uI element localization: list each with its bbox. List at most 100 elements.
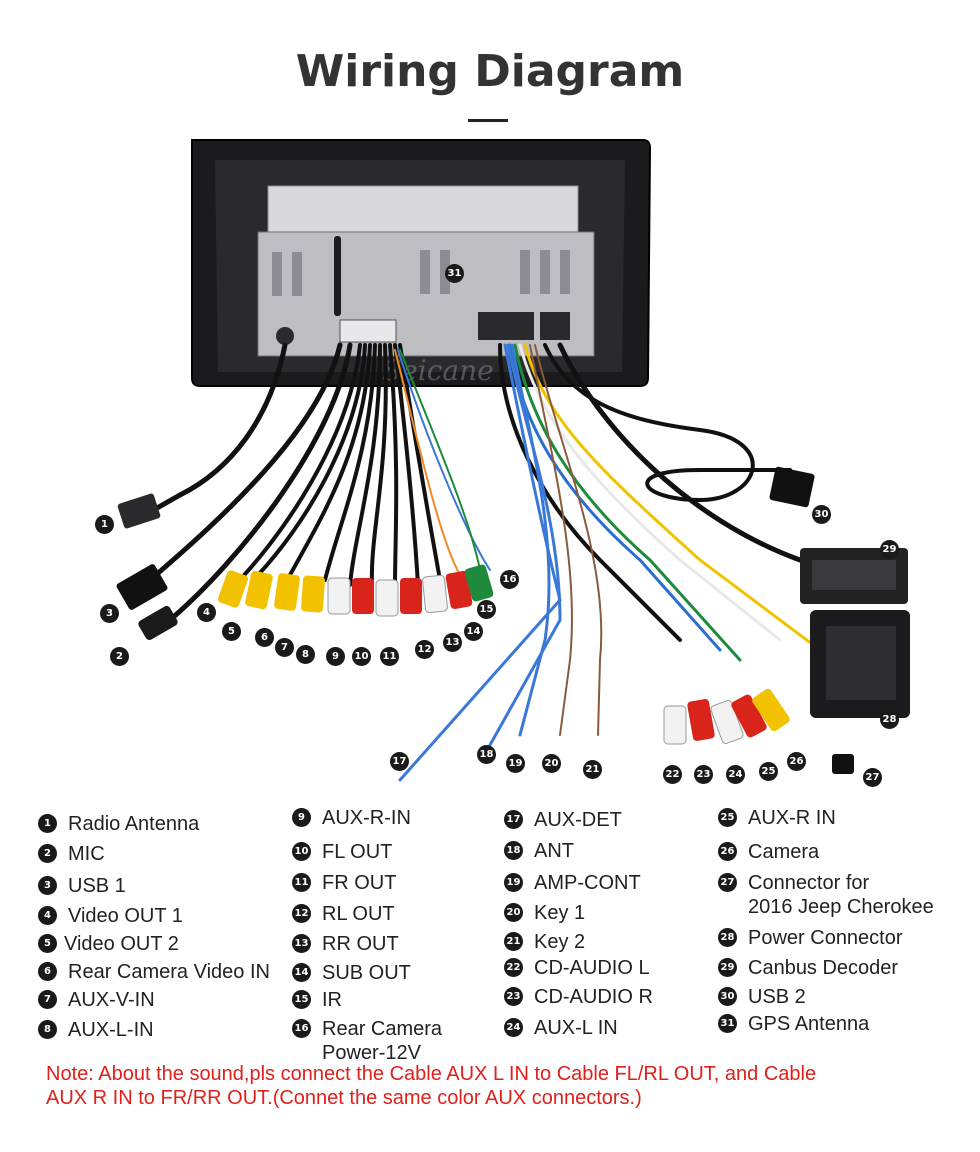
legend-badge: 30 (718, 987, 737, 1006)
right-connectors (769, 466, 910, 774)
legend-badge: 22 (504, 958, 523, 977)
legend-badge: 12 (292, 904, 311, 923)
legend-label: Video OUT 1 (68, 905, 183, 927)
legend-badge: 9 (292, 808, 311, 827)
legend-badge: 21 (504, 932, 523, 951)
legend-label: AUX-R-IN (322, 807, 411, 829)
callout-8: 8 (296, 645, 315, 664)
right-harness (398, 342, 822, 782)
legend-label: FL OUT (322, 841, 393, 863)
legend-label: ANT (534, 840, 574, 862)
wiring-diagram-illustration: Seicane (116, 139, 910, 782)
callout-5: 5 (222, 622, 241, 641)
legend-badge: 10 (292, 842, 311, 861)
callout-6: 6 (255, 628, 274, 647)
legend-badge: 14 (292, 963, 311, 982)
callout-7: 7 (275, 638, 294, 657)
legend-label: RL OUT (322, 903, 395, 925)
legend-label: Radio Antenna (68, 813, 200, 835)
legend-label: IR (322, 989, 342, 1011)
sound-note: Note: About the sound,pls connect the Ca… (46, 1062, 946, 1110)
legend-label: Canbus Decoder (748, 957, 899, 979)
legend-label: AUX-R IN (748, 807, 836, 829)
legend-badge: 18 (504, 841, 523, 860)
legend-label: Key 1 (534, 902, 586, 924)
legend-badge: 5 (38, 934, 57, 953)
legend-label: CD-AUDIO L (534, 957, 650, 979)
callout-29: 29 (880, 540, 899, 559)
legend-badge: 27 (718, 873, 737, 892)
legend-label: GPS Antenna (748, 1013, 870, 1035)
note-line-2: AUX R IN to FR/RR OUT.(Connet the same c… (46, 1087, 642, 1109)
callout-22: 22 (663, 765, 682, 784)
callout-4: 4 (197, 603, 216, 622)
legend-label: AUX-V-IN (68, 989, 155, 1011)
legend-badge: 25 (718, 808, 737, 827)
legend-label: RR OUT (322, 933, 399, 955)
legend-badge: 11 (292, 873, 311, 892)
callout-24: 24 (726, 765, 745, 784)
legend-label: CD-AUDIO R (534, 986, 653, 1008)
legend-label: FR OUT (322, 872, 397, 894)
legend-label: Camera (748, 841, 820, 863)
left-cable-bundle (147, 342, 491, 623)
legend-badge: 20 (504, 903, 523, 922)
legend-badge: 1 (38, 814, 57, 833)
callout-15: 15 (477, 600, 496, 619)
callout-25: 25 (759, 762, 778, 781)
title-underline (468, 119, 508, 122)
callout-17: 17 (390, 752, 409, 771)
callout-14: 14 (464, 622, 483, 641)
callout-13: 13 (443, 633, 462, 652)
legend-label: Video OUT 2 (64, 933, 179, 955)
callout-21: 21 (583, 760, 602, 779)
legend-badge: 16 (292, 1019, 311, 1038)
callout-18: 18 (477, 745, 496, 764)
legend-label-line2: 2016 Jeep Cherokee (748, 896, 934, 918)
callout-12: 12 (415, 640, 434, 659)
legend-badge: 24 (504, 1018, 523, 1037)
legend-badge: 26 (718, 842, 737, 861)
legend-label: AMP-CONT (534, 872, 641, 894)
legend-badge: 17 (504, 810, 523, 829)
callout-20: 20 (542, 754, 561, 773)
page-title: Wiring Diagram (295, 46, 685, 97)
legend-badge: 31 (718, 1014, 737, 1033)
legend-label: USB 2 (748, 986, 806, 1008)
legend-badge: 15 (292, 990, 311, 1009)
legend-label: Connector for (748, 872, 870, 894)
note-line-1: Note: About the sound,pls connect the Ca… (46, 1063, 817, 1085)
callout-16: 16 (500, 570, 519, 589)
legend-badge: 4 (38, 906, 57, 925)
rca-plugs-right (663, 688, 790, 745)
legend-badge: 8 (38, 1020, 57, 1039)
legend-label: AUX-DET (534, 809, 622, 831)
legend-badge: 13 (292, 934, 311, 953)
legend-label: Key 2 (534, 931, 586, 953)
legend-badge: 7 (38, 990, 57, 1009)
callout-3: 3 (100, 604, 119, 623)
legend-label-line2: Power-12V (322, 1042, 421, 1064)
callout-31: 31 (445, 264, 464, 283)
callout-10: 10 (352, 647, 371, 666)
callout-19: 19 (506, 754, 525, 773)
callout-23: 23 (694, 765, 713, 784)
legend-label: Rear Camera (322, 1018, 443, 1040)
legend-badge: 6 (38, 962, 57, 981)
callout-30: 30 (812, 505, 831, 524)
legend-badge: 3 (38, 876, 57, 895)
left-connectors (116, 493, 178, 641)
legend-label: AUX-L IN (534, 1017, 618, 1039)
callout-2: 2 (110, 647, 129, 666)
legend-badge: 19 (504, 873, 523, 892)
legend-label: MIC (68, 843, 105, 865)
legend-badge: 2 (38, 844, 57, 863)
rca-plugs-left (217, 564, 494, 617)
callout-26: 26 (787, 752, 806, 771)
callout-28: 28 (880, 710, 899, 729)
legend-badge: 23 (504, 987, 523, 1006)
legend-label: SUB OUT (322, 962, 411, 984)
legend-label: AUX-L-IN (68, 1019, 154, 1041)
legend-label: USB 1 (68, 875, 126, 897)
legend-label: Rear Camera Video IN (68, 961, 270, 983)
